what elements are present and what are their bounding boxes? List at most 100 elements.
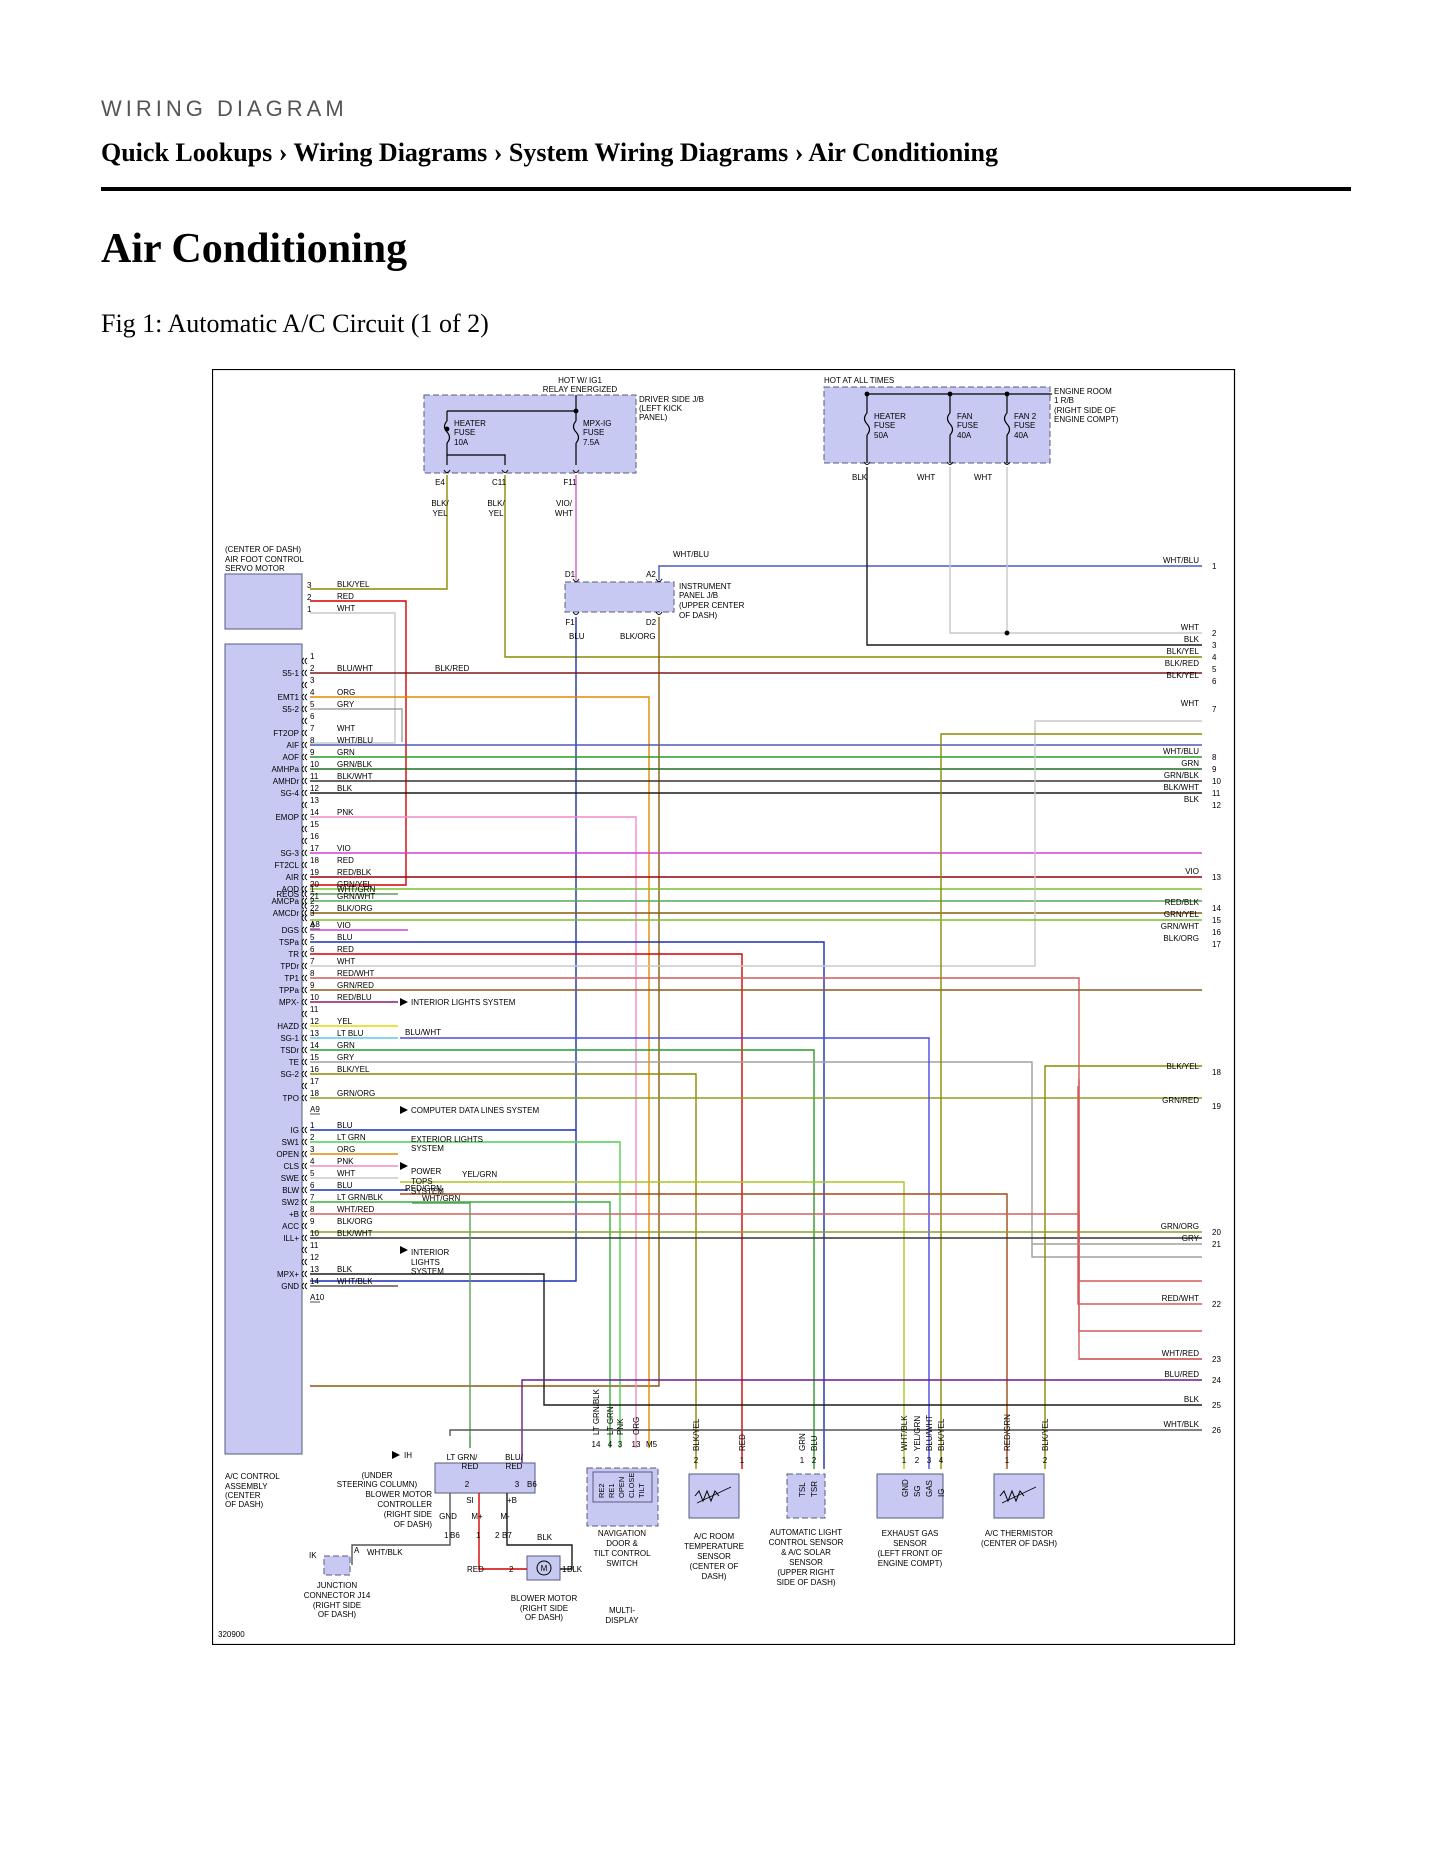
figure-caption: Fig 1: Automatic A/C Circuit (1 of 2) xyxy=(101,309,489,338)
diagram-label: VIO xyxy=(1185,867,1199,876)
diagram-label: 19 xyxy=(1212,1102,1221,1111)
diagram-label: CONTROL SENSOR xyxy=(769,1538,844,1547)
diagram-label: GRN/BLK xyxy=(1164,771,1200,780)
connector-mark xyxy=(304,1138,308,1146)
breadcrumb-system-wiring[interactable]: System Wiring Diagrams xyxy=(508,138,789,167)
connector-mark xyxy=(301,1070,305,1078)
diagram-label: 11 xyxy=(310,1005,319,1014)
wire-blu-red xyxy=(521,1379,1202,1463)
diagram-label: GRN xyxy=(337,748,355,757)
diagram-label: 11 xyxy=(1212,789,1221,798)
diagram-label: 9 xyxy=(1212,765,1217,774)
diagram-label: AOF xyxy=(283,753,300,762)
diagram-label: RED xyxy=(467,1565,484,1574)
diagram-label: INSTRUMENT xyxy=(679,582,732,591)
connector-mark xyxy=(301,813,305,821)
diagram-label: RELAY ENERGIZED xyxy=(543,385,618,394)
diagram-label: REOS xyxy=(276,890,299,899)
diagram-label: BLU/RED xyxy=(1164,1370,1199,1379)
resistor-icon xyxy=(999,1489,1025,1503)
diagram-label: IG xyxy=(291,1126,299,1135)
diagram-label: 2 xyxy=(495,1531,500,1540)
diagram-label: 3 xyxy=(515,1480,520,1489)
connector-mark xyxy=(304,1222,308,1230)
connector-mark xyxy=(304,1282,308,1290)
diagram-label: BLK/ORG xyxy=(337,1217,373,1226)
diagram-label: 3 xyxy=(307,581,312,590)
diagram-label: LT BLU xyxy=(337,1029,364,1038)
diagram-label: BLK/ORG xyxy=(1163,934,1199,943)
page-title: Air Conditioning xyxy=(101,226,408,272)
wire-blk-yel xyxy=(940,733,1202,1469)
diagram-label: GRN/YEL xyxy=(1164,910,1200,919)
diagram-label: 1 xyxy=(800,1456,805,1465)
diagram-label: FUSE xyxy=(583,428,604,437)
diagram-label: 3 xyxy=(927,1456,932,1465)
diagram-label: SG-1 xyxy=(280,1034,299,1043)
diagram-label: D2 xyxy=(646,618,657,627)
diagram-label: TP1 xyxy=(284,974,299,983)
connector-mark xyxy=(304,950,308,958)
diagram-label: 11 xyxy=(310,772,319,781)
diagram-label: NAVIGATION xyxy=(598,1529,646,1538)
arrow-icon xyxy=(392,1451,400,1459)
diagram-label: (UPPER CENTER xyxy=(679,601,745,610)
diagram-label: 40A xyxy=(957,431,972,440)
diagram-label: GAS xyxy=(925,1480,934,1497)
diagram-label: 9 xyxy=(310,748,315,757)
diagram-label: FUSE xyxy=(454,428,475,437)
diagram-label: FUSE xyxy=(957,421,978,430)
diagram-label: OF DASH) xyxy=(318,1610,357,1619)
diagram-label: RED/WHT xyxy=(337,969,374,978)
breadcrumb: Quick Lookups › Wiring Diagrams › System… xyxy=(101,138,998,168)
wire-red xyxy=(478,1493,527,1570)
diagram-label: YEL xyxy=(432,509,448,518)
diagram-label: 7 xyxy=(310,1193,315,1202)
diagram-label: 17 xyxy=(310,1077,319,1086)
arrow-icon xyxy=(400,1246,408,1254)
diagram-label: ORG xyxy=(632,1417,641,1435)
diagram-label: OPEN xyxy=(617,1477,626,1498)
diagram-label: SENSOR xyxy=(697,1552,731,1561)
breadcrumb-wiring-diagrams[interactable]: Wiring Diagrams xyxy=(293,138,488,167)
breadcrumb-quick-lookups[interactable]: Quick Lookups xyxy=(101,138,273,167)
diagram-label: 2 xyxy=(694,1456,699,1465)
diagram-label: BLK/YEL xyxy=(692,1418,701,1451)
diagram-label: 1 xyxy=(310,885,315,894)
diagram-label: GRN xyxy=(337,1041,355,1050)
connector-mark xyxy=(572,578,580,582)
diagram-label: HEATER xyxy=(874,412,906,421)
connector-mark xyxy=(304,705,308,713)
connector-mark xyxy=(304,837,308,845)
diagram-label: 16 xyxy=(310,1065,319,1074)
connector-mark xyxy=(304,753,308,761)
diagram-label: BLK xyxy=(1184,635,1200,644)
connector-mark xyxy=(572,469,580,473)
wire-wht-blk xyxy=(351,1493,451,1565)
wire-lt-grn xyxy=(310,1141,621,1448)
header-rule xyxy=(101,187,1351,191)
diagram-label: DISPLAY xyxy=(605,1616,639,1625)
connector-mark xyxy=(304,1210,308,1218)
diagram-label: 14 xyxy=(310,1041,319,1050)
diagram-label: 1 xyxy=(902,1456,907,1465)
diagram-label: BLK xyxy=(537,1533,553,1542)
connector-mark xyxy=(301,1034,305,1042)
diagram-label: EMT1 xyxy=(278,693,300,702)
connector-mark xyxy=(301,777,305,785)
diagram-label: WHT xyxy=(974,473,992,482)
connector-mark xyxy=(304,1186,308,1194)
diagram-label: GRY xyxy=(1182,1234,1200,1243)
diagram-label: 2 xyxy=(1043,1456,1048,1465)
diagram-label: BLU xyxy=(337,1181,353,1190)
diagram-label: ASSEMBLY xyxy=(225,1482,268,1491)
connector-mark xyxy=(301,825,305,833)
fuse-icon xyxy=(946,412,954,436)
diagram-label: 8 xyxy=(1212,753,1217,762)
diagram-label: RED/GRN xyxy=(1003,1414,1012,1451)
breadcrumb-separator: › xyxy=(272,138,294,167)
diagram-label: RED xyxy=(506,1462,523,1471)
wire-wht xyxy=(949,467,1202,634)
connector-mark xyxy=(301,938,305,946)
diagram-label: 1 xyxy=(1212,562,1217,571)
